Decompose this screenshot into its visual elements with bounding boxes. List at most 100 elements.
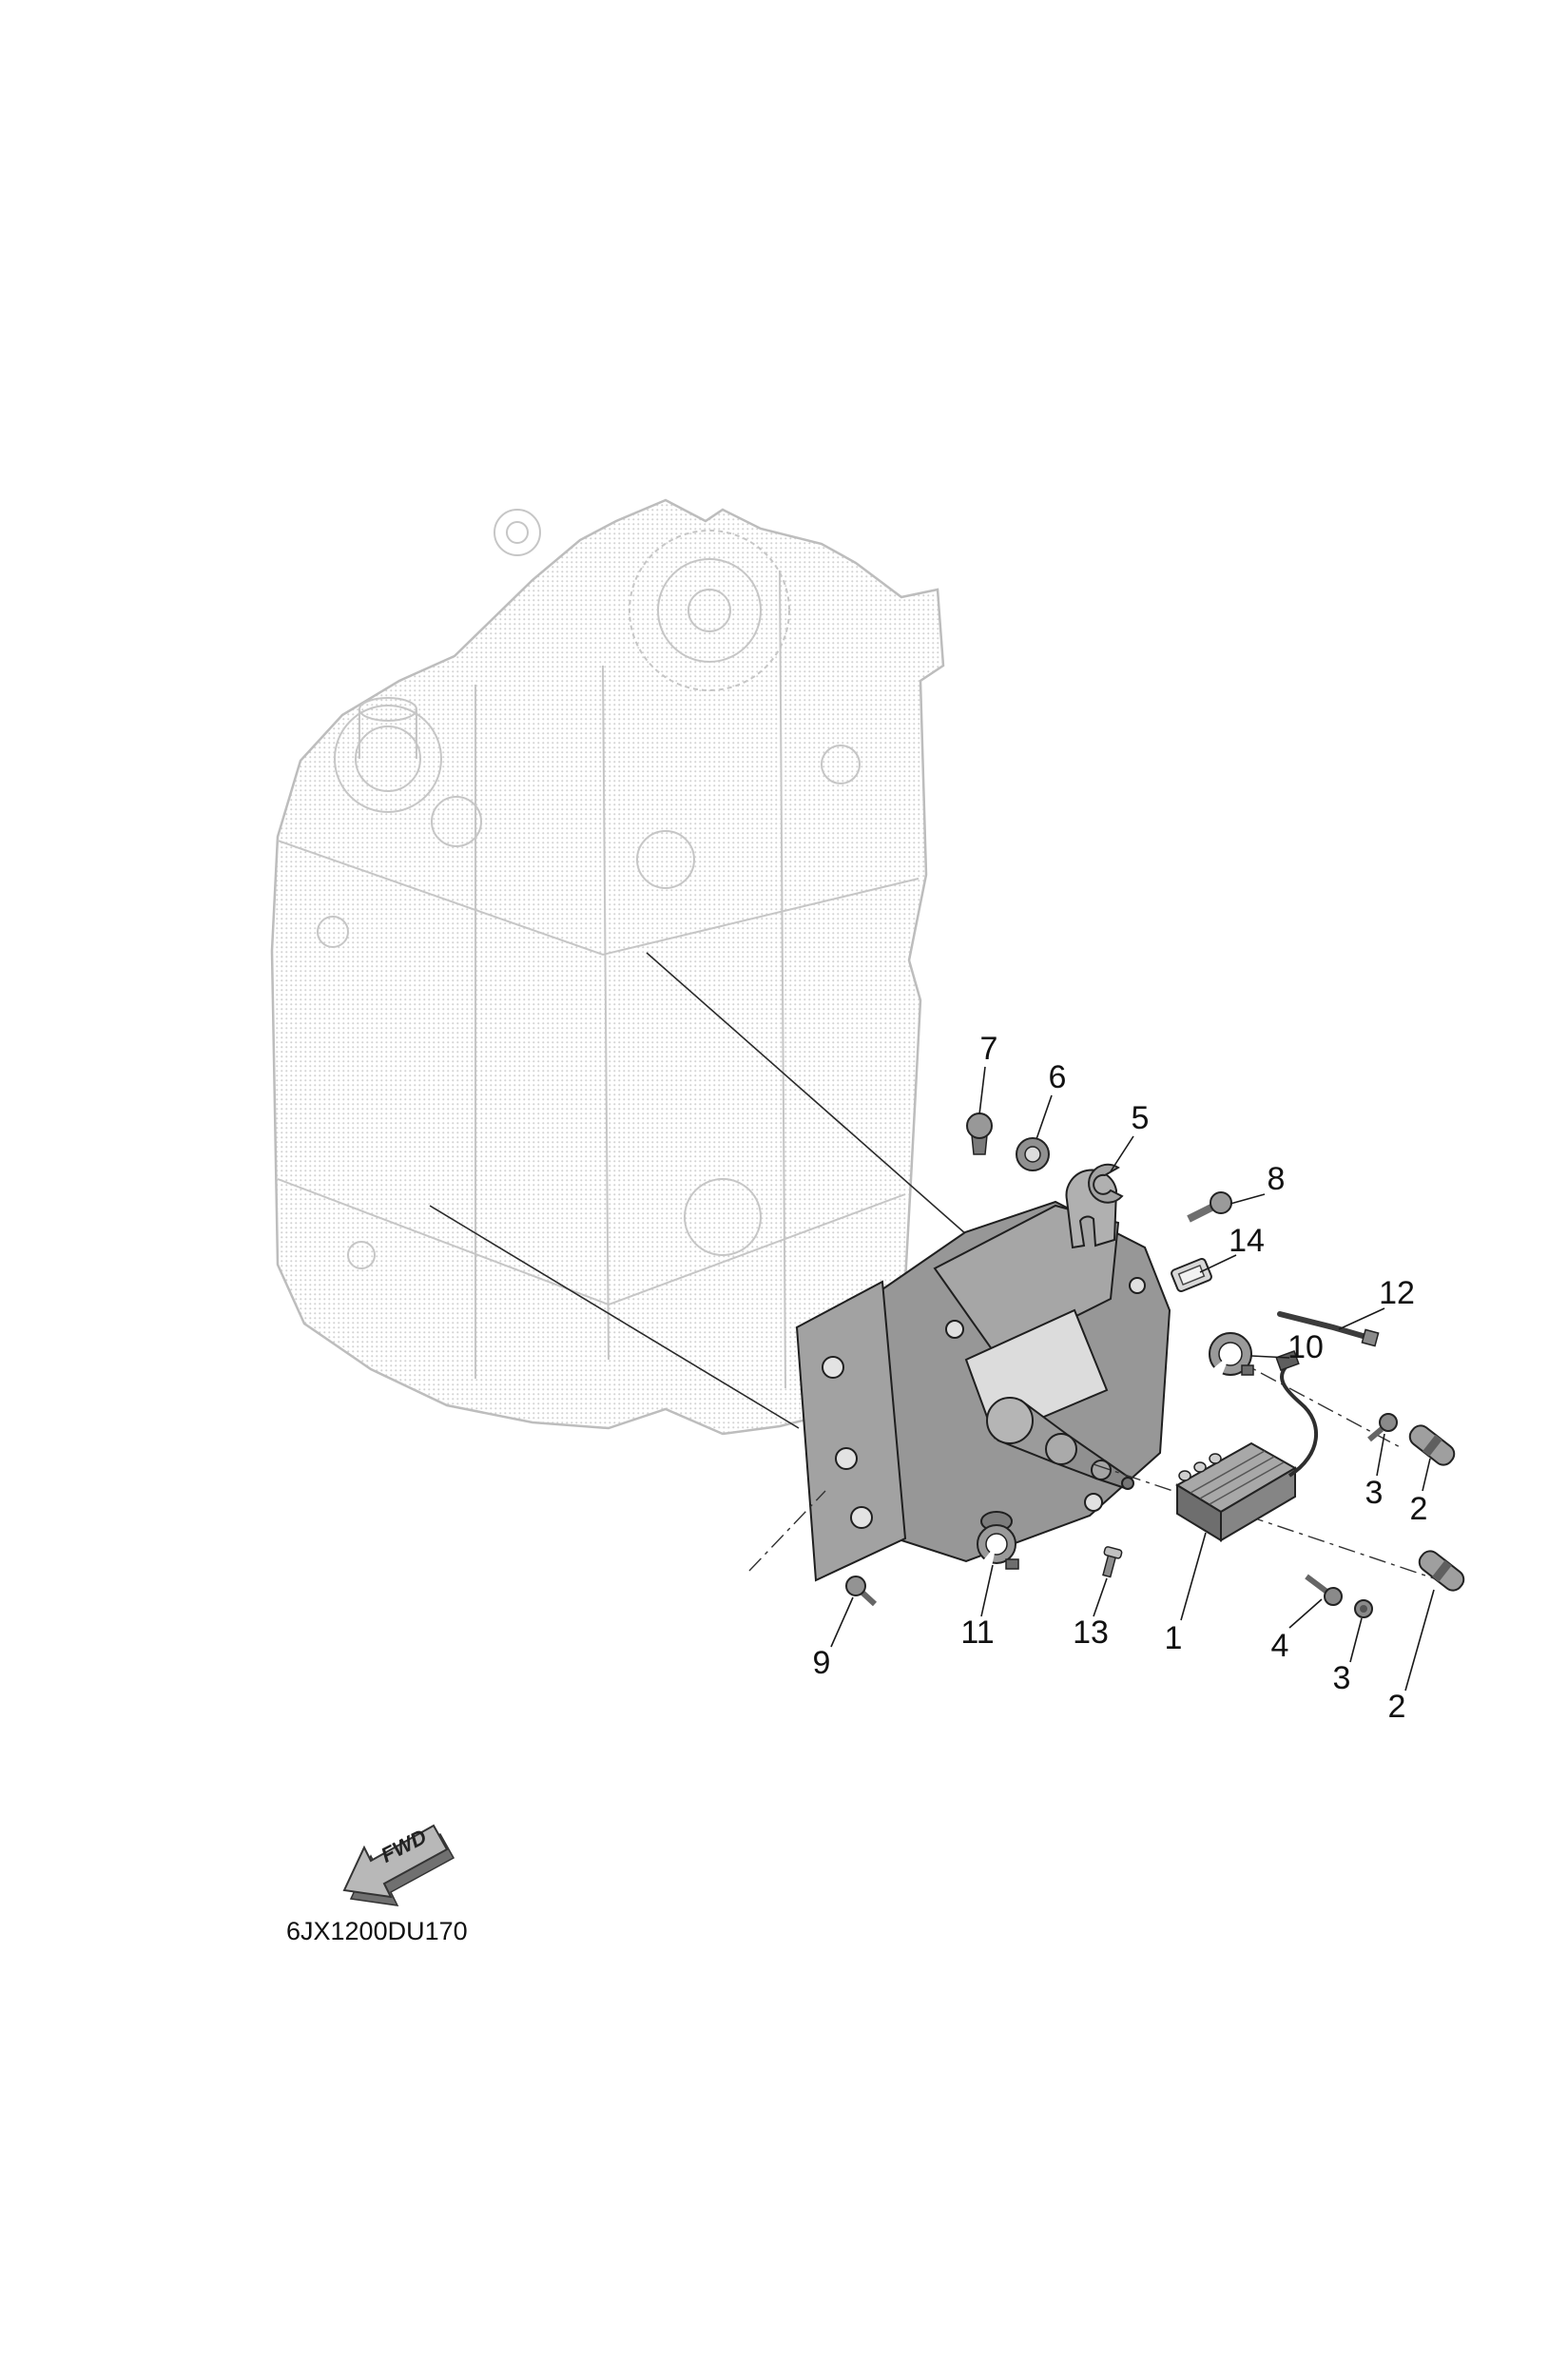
part-5-clamp: [1088, 1163, 1124, 1204]
unit-rib: [1199, 1456, 1275, 1499]
part-9-bolt: [845, 1576, 878, 1607]
callout-12: 12: [1338, 1275, 1415, 1330]
bracket-hole: [1084, 1493, 1103, 1512]
bracket-left-plate: [795, 1280, 907, 1582]
engine-detail-line: [602, 665, 610, 1361]
part-14-connector: [1171, 1257, 1212, 1293]
part-4-bolt: [1305, 1574, 1343, 1606]
fwd-arrow: FWD: [342, 1824, 455, 1906]
mount-reference-line: [429, 1205, 800, 1429]
flywheel-hub-detail: [687, 589, 731, 632]
callout-label: 14: [1229, 1223, 1265, 1259]
bracket-assembly: [795, 1169, 1171, 1582]
bolt-shaft: [860, 1590, 878, 1607]
clamp-gap: [1208, 1354, 1230, 1383]
bracket-hole: [835, 1447, 858, 1470]
callout-10: 10: [1250, 1329, 1324, 1365]
callout-leader: [1093, 1577, 1108, 1617]
bracket-fork: [1065, 1169, 1118, 1249]
callout-label: 6: [1049, 1059, 1067, 1095]
fwd-arrow-body: [342, 1824, 449, 1899]
part-10-clamp: [1208, 1332, 1254, 1383]
flywheel-detail: [657, 558, 762, 663]
engine-mid-line: [277, 840, 920, 957]
callout-label: 3: [1333, 1660, 1351, 1696]
plug-band: [1423, 1434, 1442, 1457]
cone-tip: [1121, 1477, 1134, 1490]
callout-leader: [1180, 1532, 1207, 1621]
bracket-hole: [945, 1320, 964, 1339]
grommet-hole: [1024, 1146, 1041, 1163]
part-3-lower-nut: [1354, 1599, 1373, 1618]
callout-14: 14: [1199, 1223, 1265, 1273]
engine-detail-line: [779, 570, 786, 1389]
bolt-head: [966, 1112, 993, 1139]
oil-cap-detail: [334, 705, 442, 813]
callout-label: 7: [980, 1031, 998, 1067]
unit-wire: [1280, 1365, 1319, 1478]
engine-silhouette: [270, 498, 945, 1436]
oil-cap-detail-inner: [355, 725, 421, 792]
callout-leader: [1376, 1433, 1385, 1477]
cone-mid: [1045, 1433, 1077, 1465]
nut-hole: [1360, 1605, 1367, 1613]
engine-boss-detail: [636, 830, 695, 889]
engine-block-illustration: [270, 498, 945, 1436]
part-2-lower-plug: [1418, 1550, 1465, 1592]
callout-leader: [1422, 1458, 1431, 1492]
bolt-head: [845, 1576, 866, 1596]
callout-label: 4: [1271, 1628, 1289, 1664]
callout-2-upper: 2: [1410, 1458, 1431, 1527]
screw-head: [1210, 1191, 1232, 1214]
unit-terminal: [1178, 1470, 1191, 1481]
callout-4: 4: [1271, 1598, 1323, 1664]
callout-2-lower: 2: [1388, 1589, 1435, 1725]
callout-13: 13: [1073, 1577, 1109, 1651]
callout-leader: [1110, 1135, 1134, 1172]
callout-leader: [1338, 1307, 1385, 1330]
clip-head: [1103, 1546, 1123, 1559]
callout-label: 13: [1073, 1615, 1109, 1651]
engine-boss-detail: [821, 744, 861, 784]
bolt-head: [1379, 1413, 1398, 1432]
callout-label: 9: [813, 1645, 831, 1681]
cone-small: [1091, 1460, 1112, 1480]
callout-11: 11: [960, 1564, 995, 1651]
coil-towers: [986, 1397, 1134, 1490]
callout-leader: [1199, 1254, 1237, 1273]
part-11-clamp: [977, 1524, 1019, 1571]
lifting-eye-detail: [494, 509, 541, 556]
bracket-hole: [1129, 1277, 1146, 1294]
engine-boss-detail: [684, 1178, 762, 1256]
rod-end: [1361, 1328, 1380, 1347]
callout-leader: [1349, 1617, 1363, 1663]
callout-leader: [1036, 1094, 1053, 1140]
plug-band: [1432, 1559, 1452, 1582]
callout-7: 7: [978, 1031, 998, 1115]
part-6-grommet: [1016, 1137, 1050, 1171]
callout-label: 8: [1268, 1161, 1286, 1197]
part-1-electrical-unit: [1175, 1350, 1319, 1542]
callout-label: 1: [1165, 1620, 1183, 1656]
bolt-head: [1324, 1587, 1343, 1606]
part-3-upper-bolt: [1367, 1413, 1398, 1442]
clamp-screw: [1241, 1364, 1254, 1376]
callout-9: 9: [813, 1596, 854, 1681]
callout-5: 5: [1110, 1100, 1150, 1172]
callout-leader: [1404, 1589, 1435, 1692]
callout-label: 3: [1365, 1475, 1384, 1511]
callout-label: 5: [1132, 1100, 1150, 1136]
callout-leader: [830, 1596, 854, 1648]
flywheel-gear-detail: [629, 530, 790, 691]
unit-terminal: [1193, 1461, 1207, 1473]
reference-lines: [429, 952, 967, 1429]
callout-leader: [1250, 1355, 1290, 1359]
mount-reference-line: [646, 952, 967, 1235]
engine-boss-detail: [431, 796, 482, 847]
unit-rib: [1190, 1450, 1266, 1494]
callout-1: 1: [1165, 1532, 1207, 1656]
callout-leader: [978, 1066, 986, 1115]
callout-leader: [1288, 1598, 1323, 1629]
axis-line: [748, 1490, 826, 1572]
callout-3-lower: 3: [1333, 1617, 1363, 1696]
